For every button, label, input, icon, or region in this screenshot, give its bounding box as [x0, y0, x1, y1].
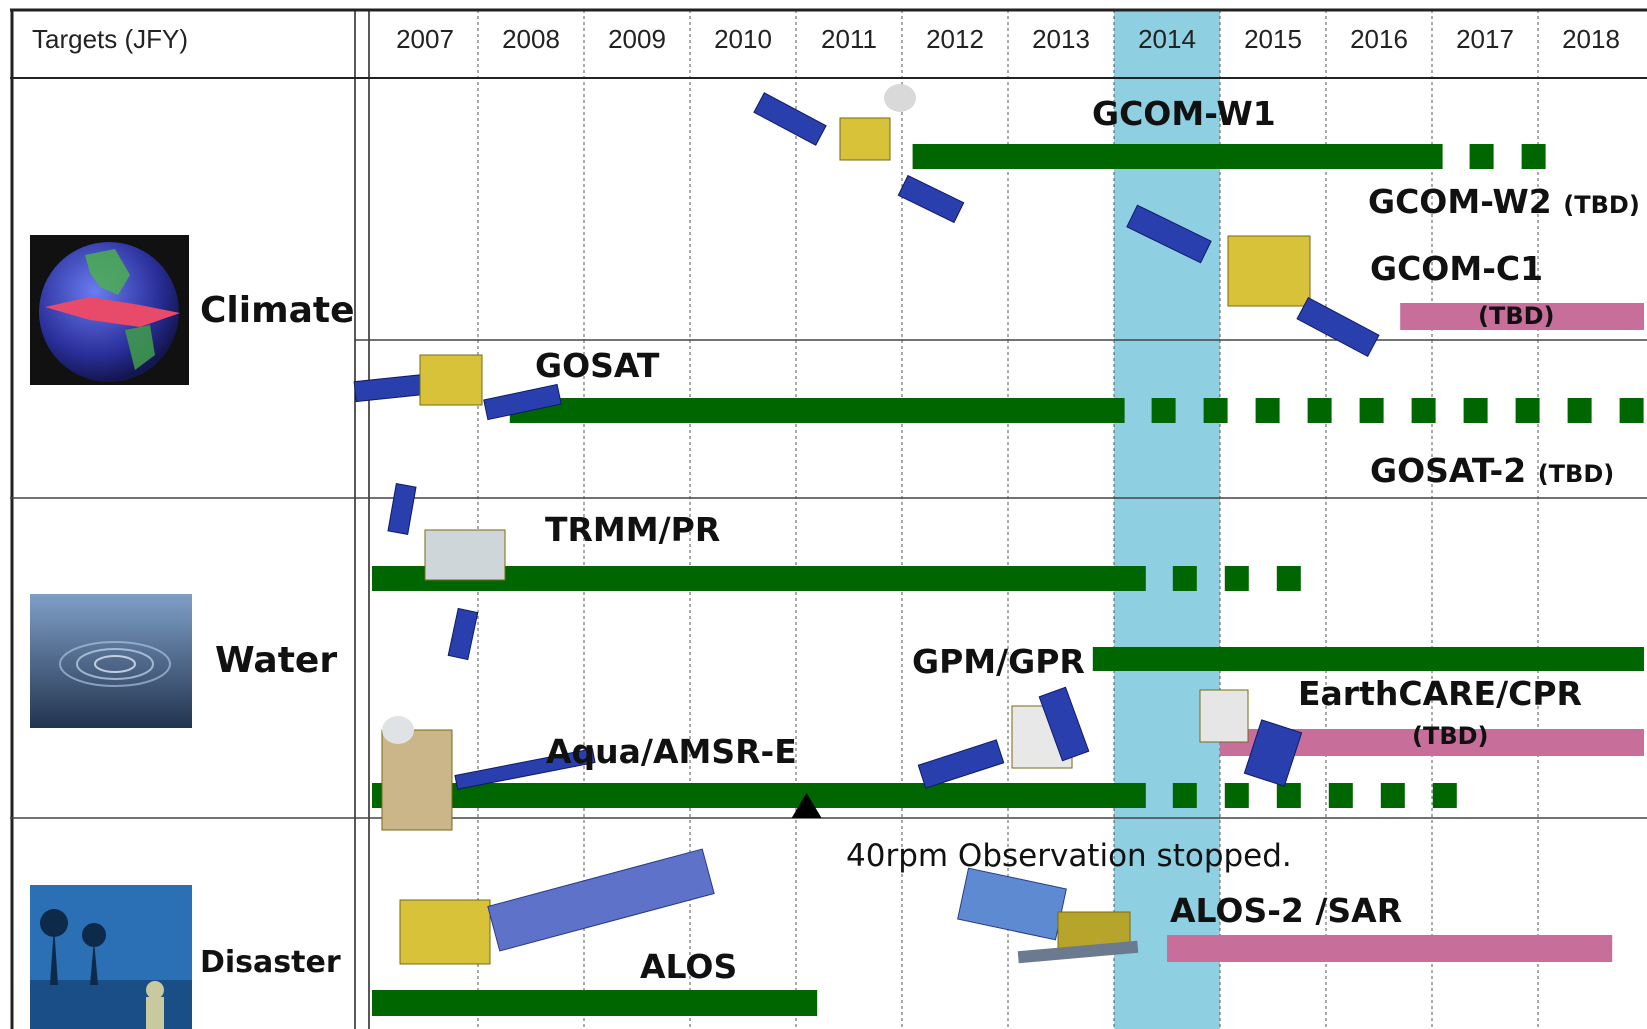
bar-extension-dot — [1203, 398, 1228, 423]
bar-extension-dot — [1151, 398, 1176, 423]
mission-label-alos: ALOS — [640, 947, 738, 986]
year-label-2009: 2009 — [608, 24, 666, 54]
bar-extension-dot — [1432, 783, 1457, 808]
water-ripple-image — [30, 594, 192, 728]
bar-extension-dot — [1224, 783, 1249, 808]
bar-extension-dot — [1255, 398, 1280, 423]
year-label-2018: 2018 — [1562, 24, 1620, 54]
trmm-solar-panel-icon — [447, 607, 479, 661]
bar-extension-dot — [1276, 566, 1301, 591]
earth-globe-image — [30, 235, 189, 385]
gcom-w1-satellite-icon — [839, 117, 891, 161]
category-disaster-label: Disaster — [200, 945, 341, 980]
alos-satellite-icon — [399, 899, 491, 965]
bar-extension-dot — [1359, 398, 1384, 423]
gcom-c1-satellite-icon — [1227, 235, 1311, 307]
year-label-2014: 2014 — [1138, 24, 1196, 54]
bar-extension-dot — [1463, 398, 1488, 423]
bar-extension-dot — [1172, 566, 1197, 591]
gcom-c1-solar-panel-icon — [1126, 204, 1212, 264]
category-water-label: Water — [215, 640, 338, 681]
year-label-2011: 2011 — [821, 24, 877, 54]
year-label-2013: 2013 — [1032, 24, 1090, 54]
bar-extension-dot — [1276, 783, 1301, 808]
year-label-2012: 2012 — [926, 24, 984, 54]
gpm-solar-panel-icon — [1038, 686, 1090, 762]
mission-label-alos-2-sar: ALOS-2 /SAR — [1170, 891, 1403, 930]
bar-extension-dot — [1411, 398, 1436, 423]
earthcare-cpr-tbd: (TBD) — [1412, 722, 1489, 750]
category-climate-label: Climate — [200, 290, 355, 331]
mission-label-gosat: GOSAT — [535, 346, 660, 385]
earthcare-solar-panel-icon — [1243, 719, 1303, 787]
bar-alos-2-sar — [1167, 935, 1613, 962]
gcom-c1-solar-panel-icon — [1296, 296, 1380, 358]
gosat-satellite-icon — [419, 354, 483, 406]
year-label-2015: 2015 — [1244, 24, 1302, 54]
bar-extension-dot — [1328, 783, 1353, 808]
highlight-year-column — [1114, 10, 1220, 1029]
bar-alos — [372, 990, 818, 1016]
mission-label-gpm-gpr: GPM/GPR — [912, 642, 1085, 681]
amsr-observation-note: 40rpm Observation stopped. — [846, 838, 1292, 874]
gosat-2-tbd: (TBD) — [1537, 460, 1615, 488]
bar-gpm-gpr — [1092, 647, 1644, 671]
targets-header: Targets (JFY) — [32, 24, 189, 54]
year-label-2017: 2017 — [1456, 24, 1514, 54]
gcom-w1-solar-panel-icon — [753, 92, 827, 146]
mission-label-gcom-w1: GCOM-W1 — [1092, 94, 1276, 133]
gosat-solar-panel-icon — [483, 383, 562, 421]
bar-extension-dot — [1307, 398, 1332, 423]
mission-label-gosat-2: GOSAT-2 (TBD) — [1370, 451, 1614, 490]
gcom-w2-tbd: (TBD) — [1563, 191, 1640, 219]
mission-label-gcom-w2: GCOM-W2 (TBD) — [1368, 182, 1640, 221]
bar-extension-dot — [1172, 783, 1197, 808]
gosat-2-name: GOSAT-2 — [1370, 451, 1527, 490]
mission-label-trmm-pr: TRMM/PR — [545, 510, 721, 549]
bar-extension-dot — [1619, 398, 1644, 423]
amsr-stop-marker — [791, 793, 822, 818]
bar-extension-dot — [1224, 566, 1249, 591]
year-label-2016: 2016 — [1350, 24, 1408, 54]
gcom-w2-name: GCOM-W2 — [1368, 182, 1552, 221]
alos-2-solar-panel-icon — [957, 867, 1067, 941]
year-label-2007: 2007 — [396, 24, 454, 54]
mission-label-aqua-amsr-e: Aqua/AMSR-E — [546, 732, 797, 771]
flood-disaster-image — [30, 885, 192, 1029]
bar-gosat — [509, 398, 1125, 423]
year-label-2010: 2010 — [714, 24, 772, 54]
alos-solar-panel-icon — [487, 848, 715, 952]
bar-aqua-amsr-e — [372, 783, 1146, 808]
gcom-w1-antenna-icon — [884, 84, 916, 112]
bar-extension-dot — [1380, 783, 1405, 808]
bar-gcom-w1 — [912, 144, 1443, 169]
gpm-solar-panel-icon — [917, 739, 1005, 789]
trmm-solar-panel-icon — [387, 483, 417, 535]
bar-gcom-c1 — [1400, 303, 1644, 330]
bar-extension-dot — [1469, 144, 1494, 169]
aqua-antenna-icon — [382, 716, 414, 744]
gcom-w1-solar-panel-icon — [897, 174, 965, 224]
gosat-solar-panel-icon — [353, 373, 427, 403]
mission-label-gcom-c1: GCOM-C1 — [1370, 249, 1544, 288]
earthcare-satellite-icon — [1199, 689, 1249, 743]
mission-label-earthcare-cpr: EarthCARE/CPR — [1298, 674, 1582, 713]
bar-extension-dot — [1567, 398, 1592, 423]
alos-2-antenna-icon — [1017, 940, 1139, 964]
trmm-satellite-icon — [424, 529, 506, 581]
year-label-2008: 2008 — [502, 24, 560, 54]
aqua-solar-panel-icon — [454, 748, 596, 790]
gcom-c1-tbd: (TBD) — [1478, 302, 1555, 330]
bar-extension-dot — [1515, 398, 1540, 423]
bar-extension-dot — [1521, 144, 1546, 169]
aqua-satellite-icon — [381, 729, 453, 831]
